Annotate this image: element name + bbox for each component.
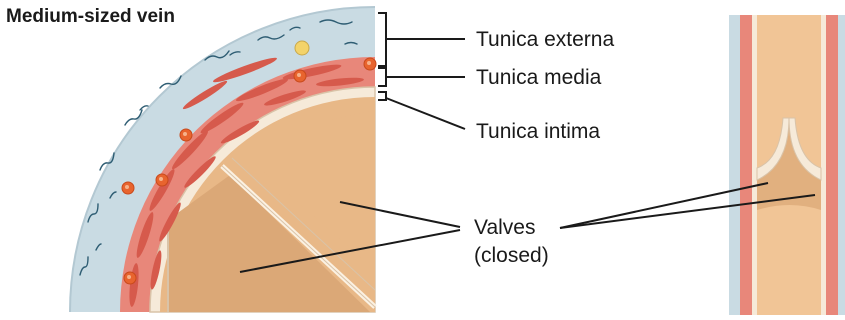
bracket-tunica-media	[378, 68, 386, 86]
label-tunica-intima: Tunica intima	[476, 120, 600, 143]
label-valves: Valves	[474, 216, 535, 239]
long-media-right	[826, 15, 838, 315]
label-tunica-media: Tunica media	[476, 66, 602, 89]
long-intima-left	[752, 15, 757, 315]
vein-longitudinal-section	[729, 15, 845, 315]
vein-cross-section	[70, 7, 376, 312]
fat-cell	[295, 41, 309, 55]
label-tunica-externa: Tunica externa	[476, 28, 614, 51]
label-valves-closed: (closed)	[474, 244, 549, 267]
long-media-left	[740, 15, 752, 315]
leader-tunica-intima	[386, 98, 465, 129]
long-externa-right	[838, 15, 845, 315]
long-intima-right	[821, 15, 826, 315]
diagram-title: Medium-sized vein	[6, 6, 175, 27]
bracket-tunica-externa	[378, 13, 386, 66]
long-externa-left	[729, 15, 740, 315]
bracket-tunica-intima	[378, 92, 386, 100]
